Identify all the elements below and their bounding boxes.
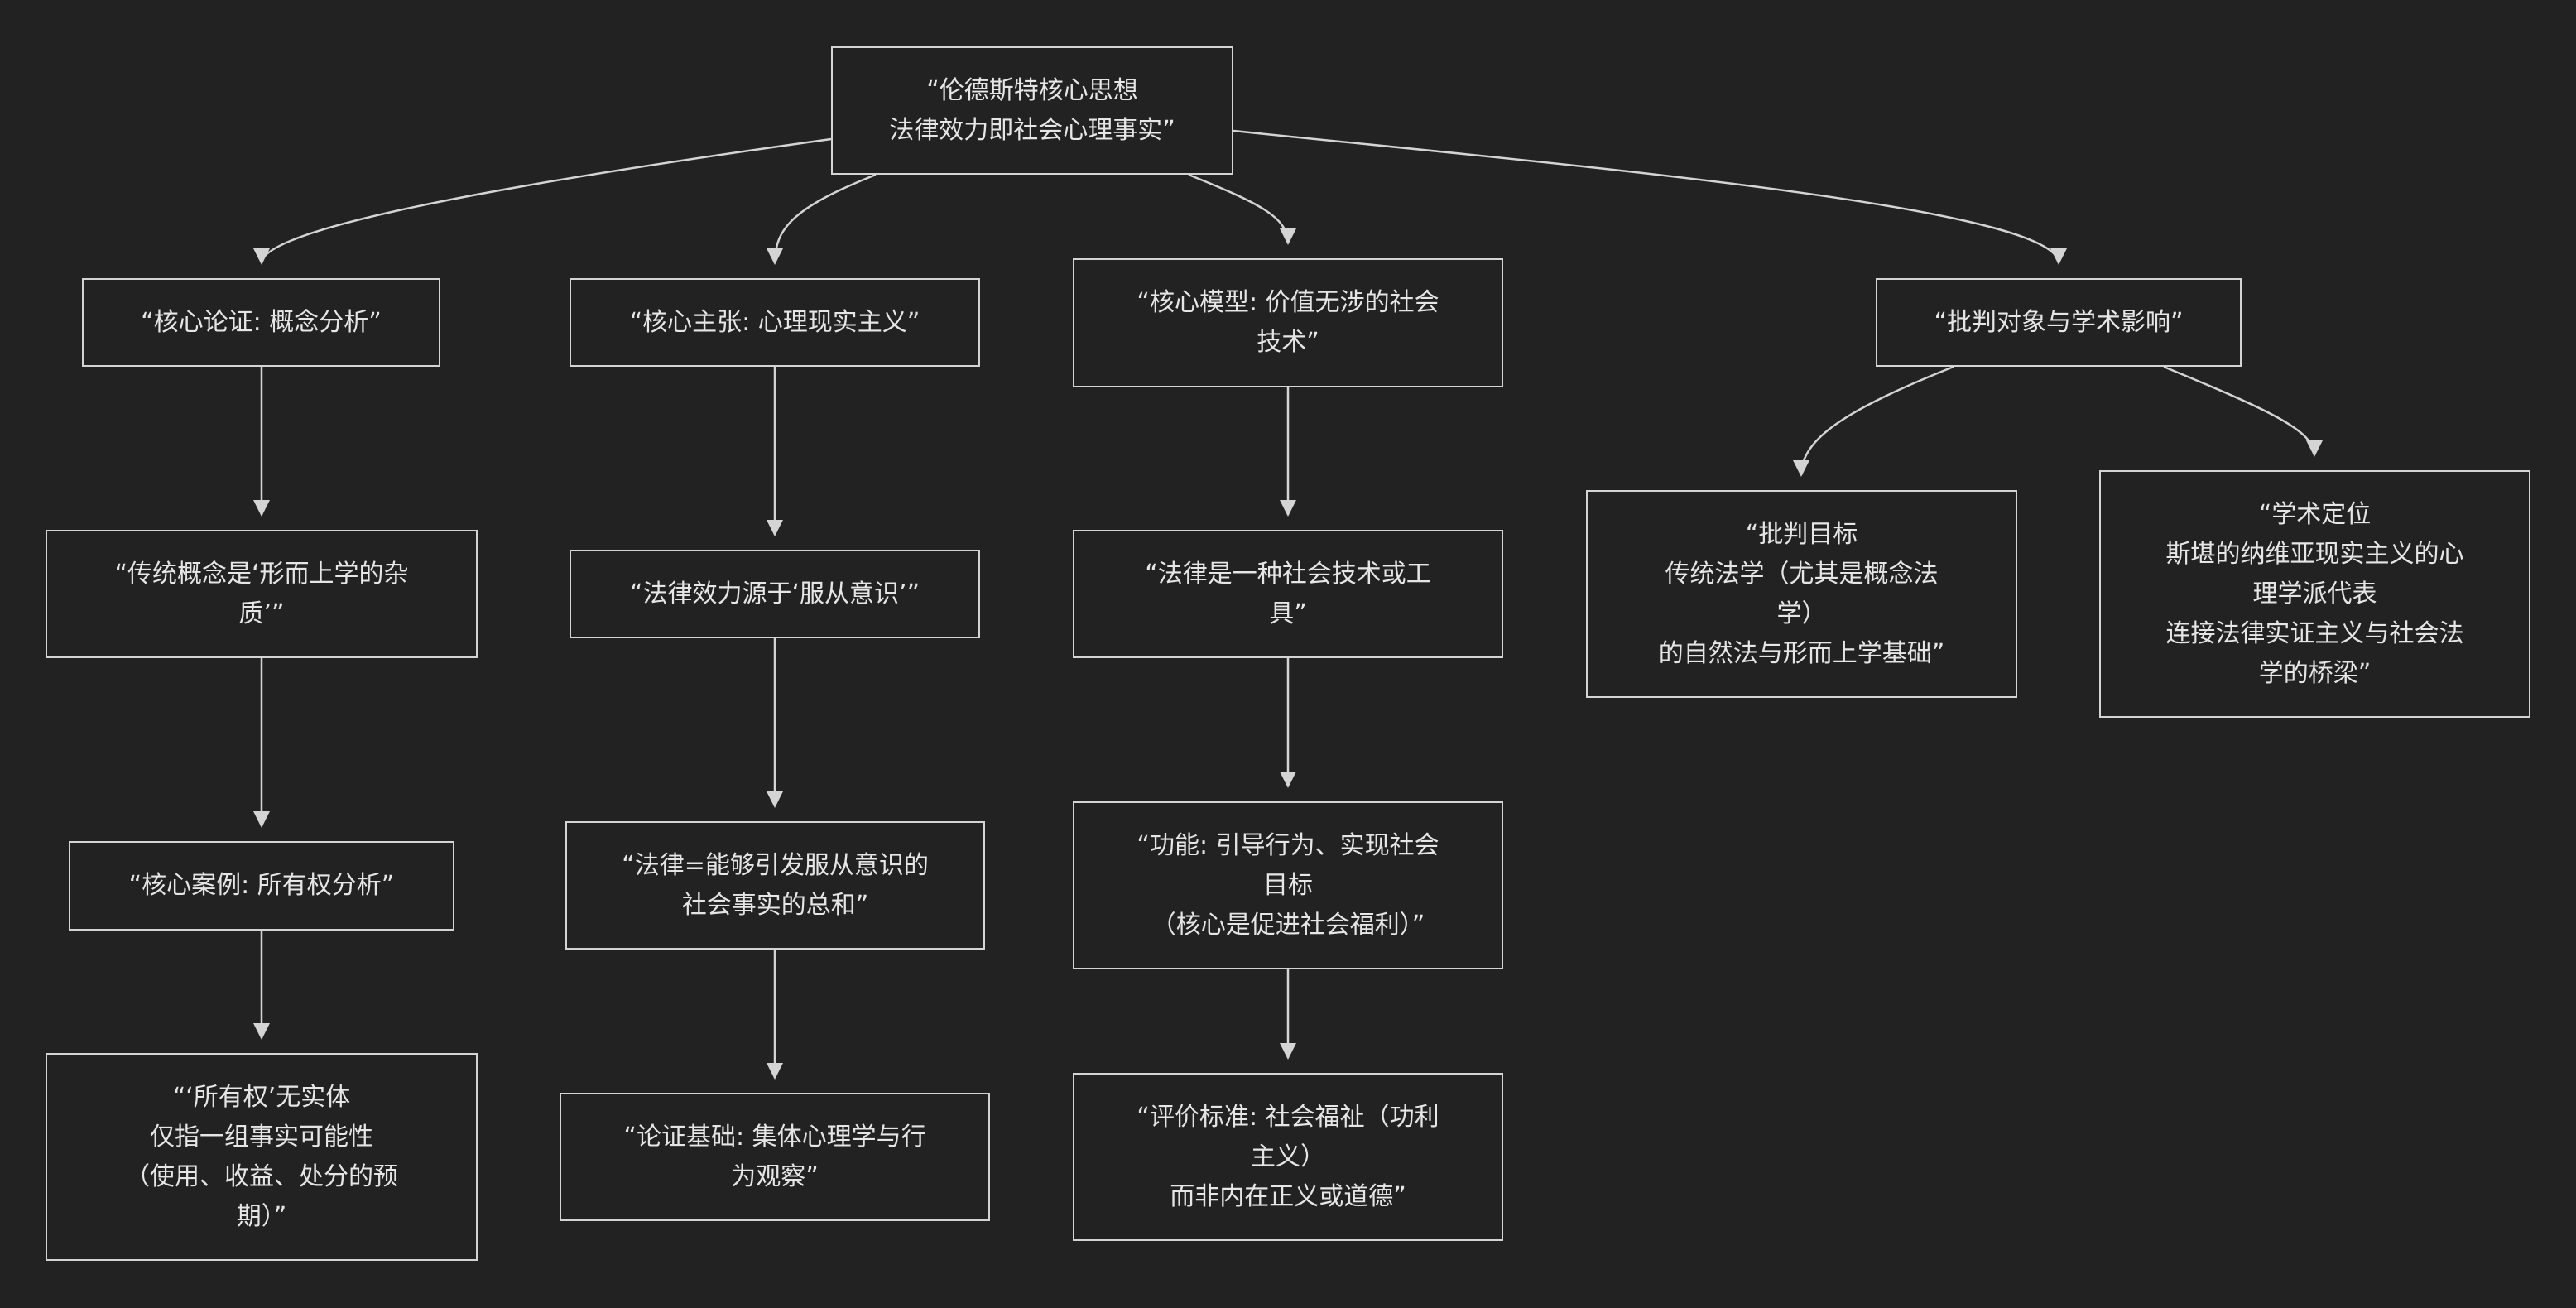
- node-label: “伦德斯特核心思想 法律效力即社会心理事实”: [889, 75, 1175, 145]
- node-label: “‘所有权’无实体 仅指一组事实可能性 （使用、收益、处分的预 期）”: [125, 1082, 398, 1231]
- node-traditional-concepts: “传统概念是‘形而上学的杂 质’”: [46, 530, 478, 658]
- node-label: “法律是一种社会技术或工 具”: [1145, 559, 1431, 628]
- node-label: “核心案例: 所有权分析”: [128, 871, 395, 900]
- node-argument-basis: “论证基础: 集体心理学与行 为观察”: [560, 1093, 990, 1221]
- node-label: “评价标准: 社会福祉（功利 主义） 而非内在正义或道德”: [1137, 1102, 1439, 1211]
- node-critique-target: “批判目标 传统法学（尤其是概念法 学） 的自然法与形而上学基础”: [1586, 490, 2017, 698]
- edge-root-to-claim: [767, 173, 877, 265]
- node-label: “传统概念是‘形而上学的杂 质’”: [114, 559, 409, 628]
- edge-critique-to-target: [1793, 365, 1954, 477]
- node-label: “法律效力源于‘服从意识’”: [629, 579, 920, 608]
- edge-critique-to-position: [2163, 365, 2323, 457]
- edge-root-to-argument: [253, 137, 832, 265]
- edge-root-to-critique: [1233, 129, 2067, 265]
- node-validity-source: “法律效力源于‘服从意识’”: [570, 550, 980, 638]
- node-core-model: “核心模型: 价值无涉的社会 技术”: [1073, 258, 1503, 387]
- node-core-claim: “核心主张: 心理现实主义”: [570, 278, 980, 367]
- node-core-argument: “核心论证: 概念分析”: [82, 278, 440, 367]
- node-academic-position: “学术定位 斯堪的纳维亚现实主义的心 理学派代表 连接法律实证主义与社会法 学的…: [2099, 470, 2530, 718]
- node-critique-and-influence: “批判对象与学术影响”: [1876, 278, 2242, 367]
- node-label: “功能: 引导行为、实现社会 目标 （核心是促进社会福利）”: [1137, 830, 1439, 940]
- node-label: “核心主张: 心理现实主义”: [629, 307, 920, 337]
- node-label: “学术定位 斯堪的纳维亚现实主义的心 理学派代表 连接法律实证主义与社会法 学的…: [2165, 499, 2464, 688]
- node-law-definition: “法律=能够引发服从意识的 社会事实的总和”: [565, 821, 985, 950]
- node-label: “核心模型: 价值无涉的社会 技术”: [1137, 288, 1439, 357]
- edge-root-to-model: [1188, 173, 1296, 245]
- node-label: “论证基础: 集体心理学与行 为观察”: [623, 1122, 926, 1191]
- node-label: “法律=能够引发服从意识的 社会事实的总和”: [622, 850, 929, 920]
- node-label: “批判目标 传统法学（尤其是概念法 学） 的自然法与形而上学基础”: [1658, 519, 1945, 668]
- node-root-core-idea: “伦德斯特核心思想 法律效力即社会心理事实”: [831, 46, 1233, 175]
- node-law-as-technique: “法律是一种社会技术或工 具”: [1073, 530, 1503, 658]
- node-core-case: “核心案例: 所有权分析”: [69, 841, 454, 931]
- node-function: “功能: 引导行为、实现社会 目标 （核心是促进社会福利）”: [1073, 801, 1503, 969]
- node-ownership-analysis: “‘所有权’无实体 仅指一组事实可能性 （使用、收益、处分的预 期）”: [46, 1053, 478, 1261]
- node-evaluation-standard: “评价标准: 社会福祉（功利 主义） 而非内在正义或道德”: [1073, 1073, 1503, 1241]
- node-label: “批判对象与学术影响”: [1934, 307, 2184, 337]
- node-label: “核心论证: 概念分析”: [141, 307, 382, 337]
